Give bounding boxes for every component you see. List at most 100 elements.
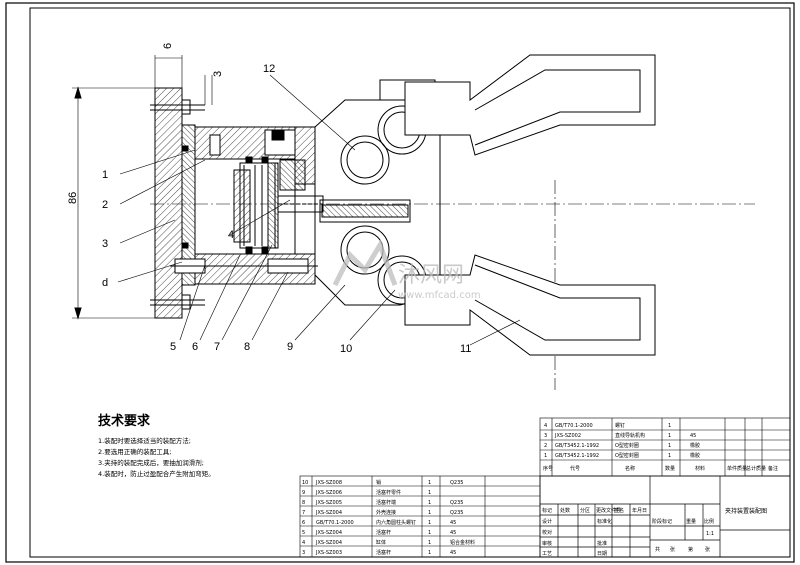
part-label-10: 10 xyxy=(340,343,352,355)
lower-bom-cell: 7 xyxy=(302,510,305,516)
upper-bom-cell: 1 xyxy=(668,443,671,449)
lower-bom-row-6: 5 JXS-SZ004 活塞杆 1 45 xyxy=(302,529,456,536)
outer-border xyxy=(5,2,795,563)
tb-label-mark: 标记 xyxy=(542,507,552,514)
tb-label-review: 审核 xyxy=(542,540,552,547)
tb-standardize: 标准化 xyxy=(597,518,612,525)
watermark-cn: 沐风网 xyxy=(398,263,464,288)
upper-bom-header-cell: 单件质量 xyxy=(727,465,747,472)
lower-bom-cell: GB/T70.1-2000 xyxy=(316,520,354,526)
notes-line-1: 1.装配时要选择适当的装配方法; xyxy=(98,436,191,445)
lower-bom-row-7: 4 JXS-SZ004 缸体 1 铝合金材料 xyxy=(302,539,475,546)
upper-bom-cell: GB/T3452.1-1992 xyxy=(555,443,599,449)
lower-bom-row-1: 10 JXS-SZ008 销 1 Q235 xyxy=(302,479,463,486)
lower-bom-cell: 活塞杆 xyxy=(376,529,391,536)
upper-bom-header-cell: 名称 xyxy=(625,465,635,472)
upper-bom-cell: 1 xyxy=(668,453,671,459)
lower-bom-cell: 45 xyxy=(450,530,456,536)
part-label-8: 8 xyxy=(244,341,250,353)
lower-bom-cell: JXS-SZ004 xyxy=(315,510,342,516)
tb-col-sign: 签名 xyxy=(614,507,624,514)
title-block xyxy=(539,475,791,558)
drawing-title: 夹持装置装配图 xyxy=(725,507,767,515)
lower-bom-cell: 10 xyxy=(302,480,308,486)
part-label-12: 12 xyxy=(263,63,275,75)
notes-line-4: 4.装配时，防止过盈配合产生附加弯矩。 xyxy=(98,469,215,478)
upper-bom-cell: 2 xyxy=(544,443,547,449)
upper-bom-header-cell: 总计质量 xyxy=(746,465,766,472)
lower-bom-cell: JXS-SZ004 xyxy=(315,540,342,546)
lower-bom-cell: 1 xyxy=(428,510,431,516)
lower-bom-cell: 5 xyxy=(302,530,305,536)
upper-bom-cell: 直线导轨机构 xyxy=(615,432,645,439)
notes-line-2: 2.要选用正确的装配工具; xyxy=(98,447,171,456)
lower-bom-cell: 活塞杆 xyxy=(376,549,391,556)
part-label-2: 2 xyxy=(102,199,108,211)
lower-bom-row-8: 3 JXS-SZ003 活塞杆 1 45 xyxy=(302,549,456,556)
jaw-arm-upper xyxy=(404,54,656,156)
dimension-86: 86 xyxy=(67,192,79,204)
dimension-6: 6 xyxy=(162,43,174,49)
upper-bom-cell: JXS-SZ002 xyxy=(554,433,581,439)
upper-bom-header: 序号 代号 名称 数量 材料 单件质量 总计质量 备注 xyxy=(543,465,778,472)
lower-bom-cell: 内六角圆柱头螺钉 xyxy=(376,519,416,526)
upper-bom-header-cell: 材料 xyxy=(695,465,705,472)
upper-bom-header-cell: 序号 xyxy=(543,465,553,472)
part-label-d: d xyxy=(102,277,108,289)
lower-bom-cell: 1 xyxy=(428,550,431,556)
tb-label-process: 工艺 xyxy=(542,551,552,557)
lower-bom-text: 10 JXS-SZ008 销 1 Q235 9 JXS-SZ006 活塞杆零件 … xyxy=(302,479,475,556)
tb-approve: 批准 xyxy=(597,540,607,547)
lower-bom-cell: 6 xyxy=(302,520,305,526)
upper-bom-cell: GB/T3452.1-1992 xyxy=(555,453,599,459)
upper-bom-cell: 橡胶 xyxy=(690,442,700,449)
lower-bom-cell: Q235 xyxy=(450,480,463,486)
part-labels: 1 2 3 d 5 6 7 8 9 10 11 12 4 86 6 3 xyxy=(67,43,471,355)
lower-bom-cell: Q235 xyxy=(450,510,463,516)
upper-bom-cell: 螺钉 xyxy=(615,422,625,429)
tb-sheet-unit-1: 张 xyxy=(670,546,675,553)
lower-bom-row-3: 8 JXS-SZ005 活塞杆端 1 Q235 xyxy=(302,499,463,506)
tb-scale-value: 1:1 xyxy=(706,531,714,537)
lower-bom-cell: JXS-SZ003 xyxy=(315,550,342,556)
lower-bom-cell: 1 xyxy=(428,530,431,536)
watermark-en: www.mfcad.com xyxy=(398,290,481,301)
part-label-11: 11 xyxy=(460,343,471,355)
upper-bom-cell: 1 xyxy=(668,423,671,429)
lower-bom-cell: 外壳连接 xyxy=(376,509,396,516)
upper-bom-header-cell: 数量 xyxy=(665,465,675,472)
lower-bom-table xyxy=(299,475,541,558)
lower-bom-cell: 8 xyxy=(302,500,305,506)
lower-bom-cell: 铝合金材料 xyxy=(450,539,475,546)
part-label-9: 9 xyxy=(287,341,293,353)
lower-bom-cell: JXS-SZ004 xyxy=(315,530,342,536)
lower-bom-cell: 1 xyxy=(428,490,431,496)
tb-scale-label: 比例 xyxy=(704,518,714,525)
upper-bom-cell: O型密封圈 xyxy=(615,442,639,449)
upper-bom-cell: 45 xyxy=(690,433,696,439)
tb-weight-label: 重量 xyxy=(686,518,696,525)
lower-bom-cell: Q235 xyxy=(450,500,463,506)
title-block-text: 夹持装置装配图 标记 设计 校对 审核 工艺 处数 分区 更改文件号 签名 年月… xyxy=(542,507,767,557)
lower-bom-cell: 缸体 xyxy=(376,539,386,546)
lower-bom-cell: 1 xyxy=(428,520,431,526)
jaw-arm-lower xyxy=(404,254,656,356)
upper-bom-header-cell: 备注 xyxy=(768,465,778,472)
lower-bom-row-4: 7 JXS-SZ004 外壳连接 1 Q235 xyxy=(302,509,463,516)
tb-sheet-total: 共 xyxy=(655,546,660,553)
tb-col-count: 处数 xyxy=(560,507,570,514)
part-label-7: 7 xyxy=(214,341,220,353)
upper-bom-table xyxy=(539,417,791,477)
lower-bom-cell: 活塞杆零件 xyxy=(376,489,401,496)
upper-bom-cell: O型密封圈 xyxy=(615,452,639,459)
lower-bom-cell: 活塞杆端 xyxy=(376,499,396,506)
part-label-1: 1 xyxy=(102,169,108,181)
lower-bom-cell: 45 xyxy=(450,550,456,556)
tb-label-design: 设计 xyxy=(542,518,552,525)
upper-bom-cell: 1 xyxy=(544,453,547,459)
lower-bom-cell: 1 xyxy=(428,540,431,546)
upper-bom-cell: 3 xyxy=(544,433,547,439)
lower-bom-cell: JXS-SZ005 xyxy=(315,500,342,506)
notes-heading: 技术要求 xyxy=(98,413,151,429)
